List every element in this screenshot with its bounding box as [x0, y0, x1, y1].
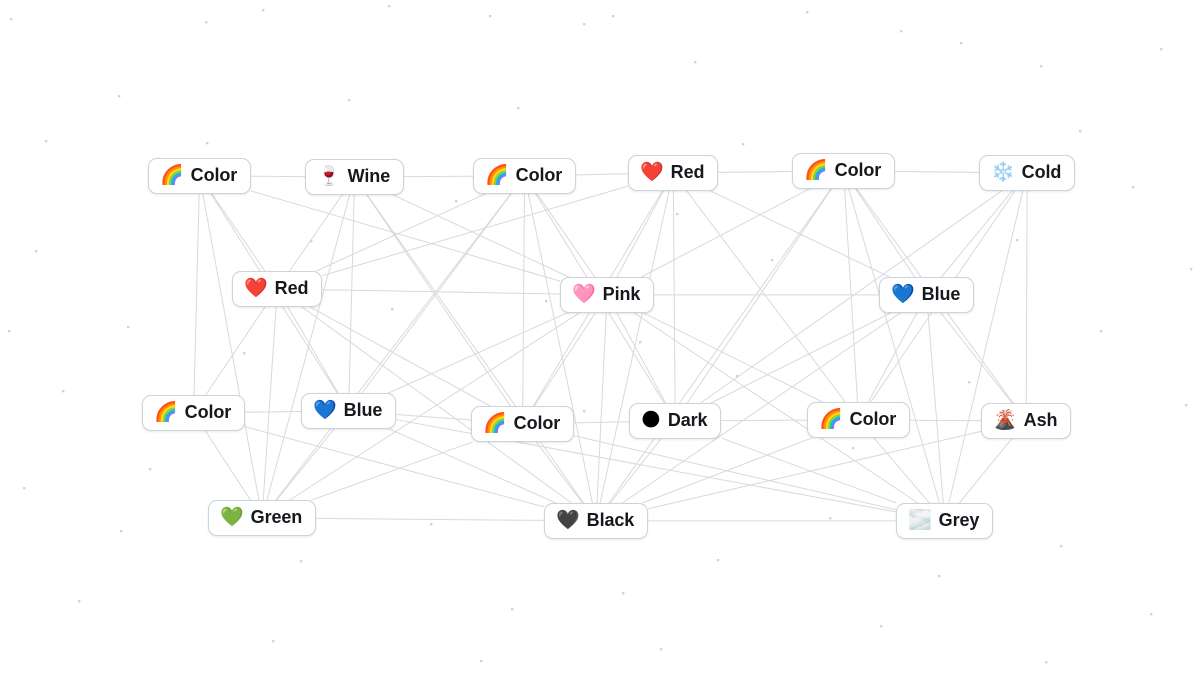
craft-node-color-6[interactable]: 🌈 Color [807, 402, 911, 438]
rainbow-icon: 🌈 [485, 164, 509, 187]
pink-heart-icon: 🩷 [572, 283, 596, 306]
craft-node-pink[interactable]: 🩷 Pink [560, 277, 655, 313]
craft-node-label: Wine [347, 166, 391, 186]
craft-node-label: Black [586, 510, 635, 530]
craft-node-dark[interactable]: 🌑 Dark [629, 403, 722, 439]
rainbow-icon: 🌈 [160, 164, 184, 187]
craft-node-black[interactable]: 🖤 Black [544, 503, 649, 539]
red-heart-icon: ❤️ [640, 161, 664, 184]
craft-node-red-1[interactable]: ❤️ Red [628, 155, 719, 191]
craft-node-label: Blue [921, 284, 961, 304]
craft-node-red-2[interactable]: ❤️ Red [232, 271, 323, 307]
craft-node-label: Color [834, 160, 882, 180]
craft-node-label: Red [670, 162, 705, 182]
craft-node-label: Red [274, 278, 309, 298]
rainbow-icon: 🌈 [819, 408, 843, 431]
craft-node-label: Cold [1021, 162, 1062, 182]
blue-heart-icon: 💙 [313, 399, 337, 422]
craft-node-label: Color [515, 165, 563, 185]
craft-node-color-2[interactable]: 🌈 Color [473, 158, 577, 194]
green-heart-icon: 💚 [220, 506, 244, 529]
wine-glass-icon: 🍷 [317, 165, 341, 188]
craft-node-label: Green [250, 507, 303, 527]
craft-node-wine[interactable]: 🍷 Wine [305, 159, 405, 195]
craft-node-label: Color [190, 165, 238, 185]
craft-node-label: Color [849, 409, 897, 429]
craft-node-cold[interactable]: ❄️ Cold [979, 155, 1076, 191]
craft-node-label: Blue [343, 400, 383, 420]
craft-node-color-1[interactable]: 🌈 Color [148, 158, 252, 194]
craft-node-label: Color [184, 402, 232, 422]
craft-node-blue-2[interactable]: 💙 Blue [301, 393, 397, 429]
craft-node-color-4[interactable]: 🌈 Color [142, 395, 246, 431]
craft-node-label: Dark [667, 410, 708, 430]
craft-node-color-3[interactable]: 🌈 Color [792, 153, 896, 189]
rainbow-icon: 🌈 [483, 412, 507, 435]
rainbow-icon: 🌈 [804, 159, 828, 182]
snowflake-icon: ❄️ [991, 161, 1015, 184]
fog-wave-icon: 🌫️ [908, 509, 932, 532]
volcano-icon: 🌋 [993, 409, 1017, 432]
craft-node-blue-1[interactable]: 💙 Blue [879, 277, 975, 313]
craft-node-label: Pink [602, 284, 641, 304]
craft-node-green[interactable]: 💚 Green [208, 500, 317, 536]
craft-node-label: Grey [938, 510, 980, 530]
craft-node-label: Color [513, 413, 561, 433]
dark-moon-face-icon: 🌑 [641, 409, 661, 432]
blue-heart-icon: 💙 [891, 283, 915, 306]
craft-node-label: Ash [1023, 410, 1058, 430]
black-heart-icon: 🖤 [556, 509, 580, 532]
craft-node-color-5[interactable]: 🌈 Color [471, 406, 575, 442]
craft-node-ash[interactable]: 🌋 Ash [981, 403, 1072, 439]
craft-node-grey[interactable]: 🌫️ Grey [896, 503, 994, 539]
red-heart-icon: ❤️ [244, 277, 268, 300]
rainbow-icon: 🌈 [154, 401, 178, 424]
